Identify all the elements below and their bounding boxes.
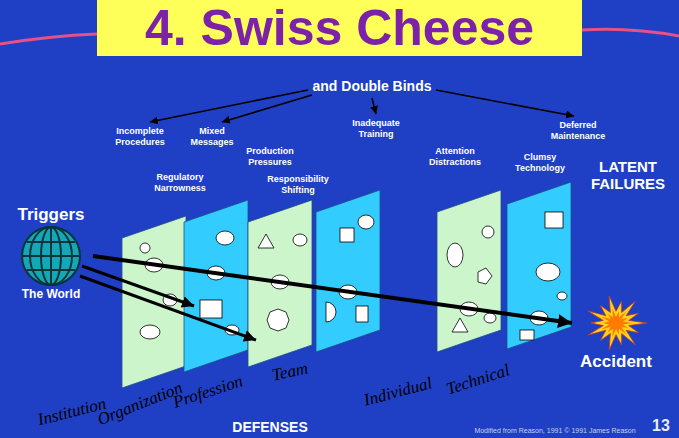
cheese-hole — [326, 302, 336, 322]
page-number: 13 — [652, 416, 670, 435]
label-holder: Incomplete Procedures — [109, 126, 171, 148]
globe-parallel — [22, 255, 80, 257]
slide-title: 4. Swiss Cheese — [97, 0, 582, 56]
cheese-hole — [216, 231, 234, 245]
cheese-hole — [452, 318, 468, 332]
globe-parallel — [27, 269, 75, 271]
label-holder: DEFENSES — [232, 419, 307, 436]
cheese-hole — [140, 243, 150, 253]
cheese-hole — [340, 228, 354, 242]
explosion-core — [602, 309, 632, 337]
globe-body — [22, 227, 80, 285]
defense-slice — [184, 200, 248, 372]
defense-layer-label: Individual — [362, 373, 435, 410]
double-bind-arrow — [222, 95, 312, 122]
title-banner: 4. Swiss Cheese — [97, 0, 582, 56]
cheese-hole — [520, 330, 534, 340]
label-holder: Modified from Reason, 1991 © 1991 James … — [474, 426, 635, 435]
defense-layer-label: Team — [270, 358, 310, 385]
defense-slice — [122, 182, 571, 388]
latent-failure-label: Responsibility Shifting — [259, 174, 337, 196]
defense-layer-label: Profession — [171, 371, 246, 412]
trajectory-arrow — [93, 256, 572, 323]
cheese-hole — [293, 234, 307, 246]
cheese-hole — [200, 300, 222, 318]
node-heading: Triggers — [15, 205, 87, 225]
cheese-hole — [545, 212, 563, 228]
node-heading: Accident — [578, 352, 654, 372]
double-bind-arrow — [150, 90, 308, 122]
globe-parallel — [27, 241, 75, 243]
latent-failure-label: Inadequate Training — [345, 118, 407, 140]
cheese-hole — [140, 325, 160, 339]
defense-slice — [507, 182, 571, 349]
latent-failure-label: Production Pressures — [239, 146, 301, 168]
cheese-hole — [258, 234, 274, 248]
explosion-outer — [588, 296, 647, 350]
defense-layer-label: Technical — [444, 360, 512, 399]
label-holder: Deferred Maintenance — [544, 120, 612, 142]
cheese-hole — [267, 309, 289, 331]
double-bind-arrow — [150, 90, 574, 122]
label-holder: Team — [270, 358, 310, 385]
cheese-hole — [536, 263, 560, 281]
defense-layer-label: Organization — [95, 378, 186, 430]
label-holder: 13 — [652, 416, 670, 435]
cheese-hole — [484, 313, 496, 323]
label-holder: LATENT FAILURES — [584, 158, 672, 192]
defense-slice — [316, 190, 380, 352]
latent-failures-heading: LATENT FAILURES — [584, 158, 672, 192]
label-holder: Profession — [171, 371, 246, 412]
defenses-heading: DEFENSES — [232, 419, 307, 436]
cheese-hole — [358, 215, 374, 229]
double-bind-arrow — [372, 98, 376, 114]
label-holder: Mixed Messages — [186, 126, 238, 148]
swoosh-line — [582, 29, 679, 36]
source-credit: Modified from Reason, 1991 © 1991 James … — [474, 426, 635, 435]
label-holder: Individual — [362, 373, 435, 410]
explosion-icon — [583, 294, 649, 352]
blocked-trajectory — [82, 266, 194, 306]
cheese-hole — [356, 306, 368, 322]
swoosh-line — [0, 34, 97, 44]
cheese-hole — [478, 268, 492, 284]
latent-failure-label: Attention Distractions — [422, 146, 488, 168]
blocked-trajectory — [80, 276, 256, 340]
double-binds-heading: and Double Binds — [313, 78, 432, 95]
label-holder: Organization — [95, 378, 186, 430]
accident-burst: Accident — [572, 292, 660, 374]
label-holder: Regulatory Narrowness — [149, 172, 211, 194]
cheese-hole — [447, 243, 463, 267]
label-holder: Production Pressures — [239, 146, 301, 168]
globe-icon — [20, 225, 82, 287]
label-holder: Inadequate Training — [345, 118, 407, 140]
latent-failure-label: Mixed Messages — [186, 126, 238, 148]
cheese-hole — [482, 226, 494, 238]
label-holder: and Double Binds — [313, 78, 432, 95]
trigger-world: TriggersThe World — [9, 203, 93, 303]
latent-failure-label: Incomplete Procedures — [109, 126, 171, 148]
label-holder: Technical — [444, 360, 512, 399]
node-caption: The World — [15, 287, 87, 301]
cheese-hole — [557, 292, 567, 300]
double-bind-arrow — [436, 90, 574, 116]
defense-slice — [437, 190, 501, 352]
label-holder: Attention Distractions — [422, 146, 488, 168]
globe-icon — [22, 227, 80, 285]
label-holder: Responsibility Shifting — [259, 174, 337, 196]
latent-failure-label: Regulatory Narrowness — [149, 172, 211, 194]
latent-failure-label: Deferred Maintenance — [544, 120, 612, 142]
latent-failure-label: Clumsy Technology — [509, 152, 571, 174]
label-holder: Clumsy Technology — [509, 152, 571, 174]
